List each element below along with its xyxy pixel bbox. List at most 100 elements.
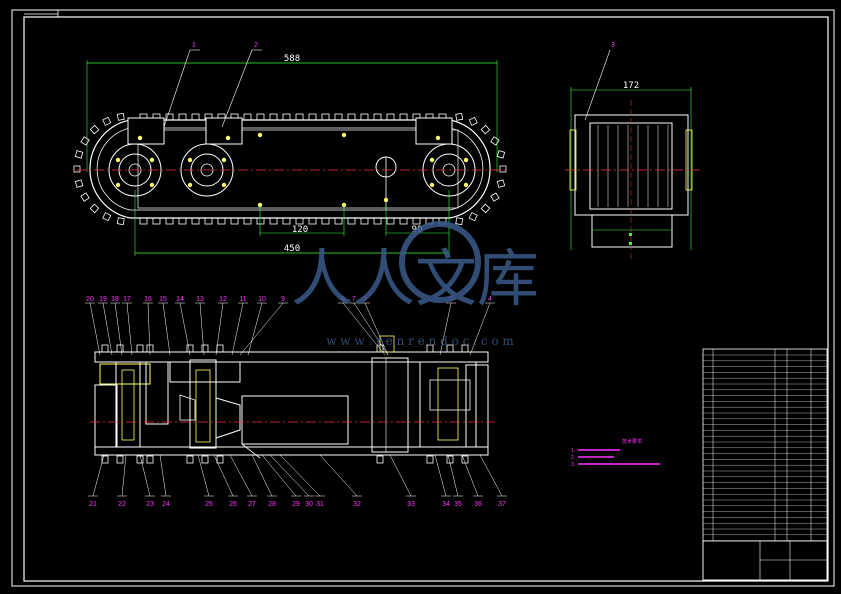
callout-3: 3 [584,42,615,121]
track-outline [89,119,491,219]
watermark-url: w w w . r e n r e n d o c . c o m [326,334,514,348]
section-callout-bottom-37: 37 [479,454,507,508]
svg-text:36: 36 [474,501,482,508]
section-callout-top-19: 19 [98,296,113,356]
svg-text:29: 29 [292,501,300,508]
svg-text:5: 5 [363,296,367,303]
svg-text:33: 33 [407,501,415,508]
section-callout-top-11: 11 [231,296,248,356]
svg-text:10: 10 [258,296,266,303]
svg-text:8: 8 [341,296,345,303]
svg-text:9: 9 [281,296,285,303]
svg-text:18: 18 [111,296,119,303]
dim-overall-length: 588 [86,54,498,172]
svg-text:3.: 3. [571,462,575,468]
section-callout-bottom-24: 24 [159,454,171,508]
motor-body [241,395,349,445]
section-callout-top-7: 7 [349,296,389,356]
section-callout-top-16: 16 [143,296,153,356]
svg-text:15: 15 [159,296,167,303]
section-callout-bottom-27: 27 [229,454,257,508]
svg-text:3: 3 [611,42,615,49]
watermark-text: 人人文库 [291,242,539,315]
svg-text:19: 19 [99,296,107,303]
section-callout-top-18: 18 [110,296,123,356]
svg-text:11: 11 [239,296,246,303]
svg-text:1.: 1. [571,448,575,454]
section-callout-top-15: 15 [158,296,171,356]
frame-bolts [115,132,469,208]
svg-text:4: 4 [488,296,492,303]
section-callout-top-9: 9 [239,296,288,356]
section-callout-bottom-26: 26 [213,454,238,508]
inner-frame [23,16,829,582]
section-callout-bottom-36: 36 [461,454,483,508]
svg-text:21: 21 [89,501,97,508]
svg-text:2: 2 [254,42,258,49]
section-callout-top-14: 14 [175,296,191,356]
section-callout-top-4: 4 [469,296,495,356]
svg-text:23: 23 [146,501,154,508]
svg-text:24: 24 [162,501,170,508]
section-callout-bottom-21: 21 [88,454,105,508]
svg-text:22: 22 [118,501,126,508]
svg-text:30: 30 [305,501,313,508]
section-callout-bottom-22: 22 [117,454,127,508]
svg-text:17: 17 [123,296,131,303]
section-callout-top-8: 8 [338,296,386,356]
section-callout-bottom-30: 30 [269,454,314,508]
dim-wheel-base: 450 [134,190,450,256]
svg-text:35: 35 [454,501,462,508]
section-callout-bottom-32: 32 [319,454,362,508]
section-callout-bottom-34: 34 [434,454,451,508]
section-callout-bottom-28: 28 [251,454,277,508]
dim-172-label: 172 [623,81,639,91]
section-callout-bottom-23: 23 [139,454,155,508]
svg-text:2.: 2. [571,455,575,461]
svg-text:7: 7 [352,296,356,303]
section-callout-top-20: 20 [85,296,101,356]
section-callout-bottom-33: 33 [389,454,416,508]
watermark: 人人文库 w w w . r e n r e n d o c . c o m [291,221,539,348]
svg-text:37: 37 [498,501,506,508]
svg-text:26: 26 [229,501,237,508]
section-callout-top-12: 12 [215,296,228,356]
motor-box-1 [127,117,165,145]
track-end-view: 172 3 [565,42,700,260]
svg-text:28: 28 [268,501,276,508]
dim-120-label: 120 [292,225,308,235]
dim-588-label: 588 [284,54,300,64]
section-callout-top-10: 10 [247,296,267,356]
svg-text:13: 13 [196,296,204,303]
svg-text:14: 14 [176,296,184,303]
callout-1: 1 [163,42,200,128]
parts-list-table [702,348,828,581]
svg-text:1: 1 [192,42,196,49]
motor-box-3 [415,117,453,145]
svg-text:31: 31 [316,501,324,508]
svg-text:12: 12 [219,296,227,303]
section-bolts [101,344,469,464]
technical-notes: 技术要求 1. 2. 3. [571,438,660,468]
svg-text:32: 32 [353,501,361,508]
outer-frame [11,9,835,587]
svg-text:27: 27 [248,501,256,508]
section-callout-bottom-35: 35 [447,454,463,508]
section-callout-top-13: 13 [195,296,205,356]
svg-text:16: 16 [144,296,152,303]
track-teeth-bottom [139,217,447,225]
dim-450-label: 450 [284,244,300,254]
section-callout-bottom-31: 31 [279,454,325,508]
callout-2: 2 [221,42,262,128]
svg-text:34: 34 [442,501,450,508]
section-callout-top-17: 17 [122,296,133,356]
section-callout-bottom-29: 29 [261,454,301,508]
track-side-view: 588 [73,42,507,256]
svg-text:25: 25 [205,501,213,508]
section-callout-bottom-25: 25 [197,454,214,508]
notes-title: 技术要求 [622,438,642,445]
